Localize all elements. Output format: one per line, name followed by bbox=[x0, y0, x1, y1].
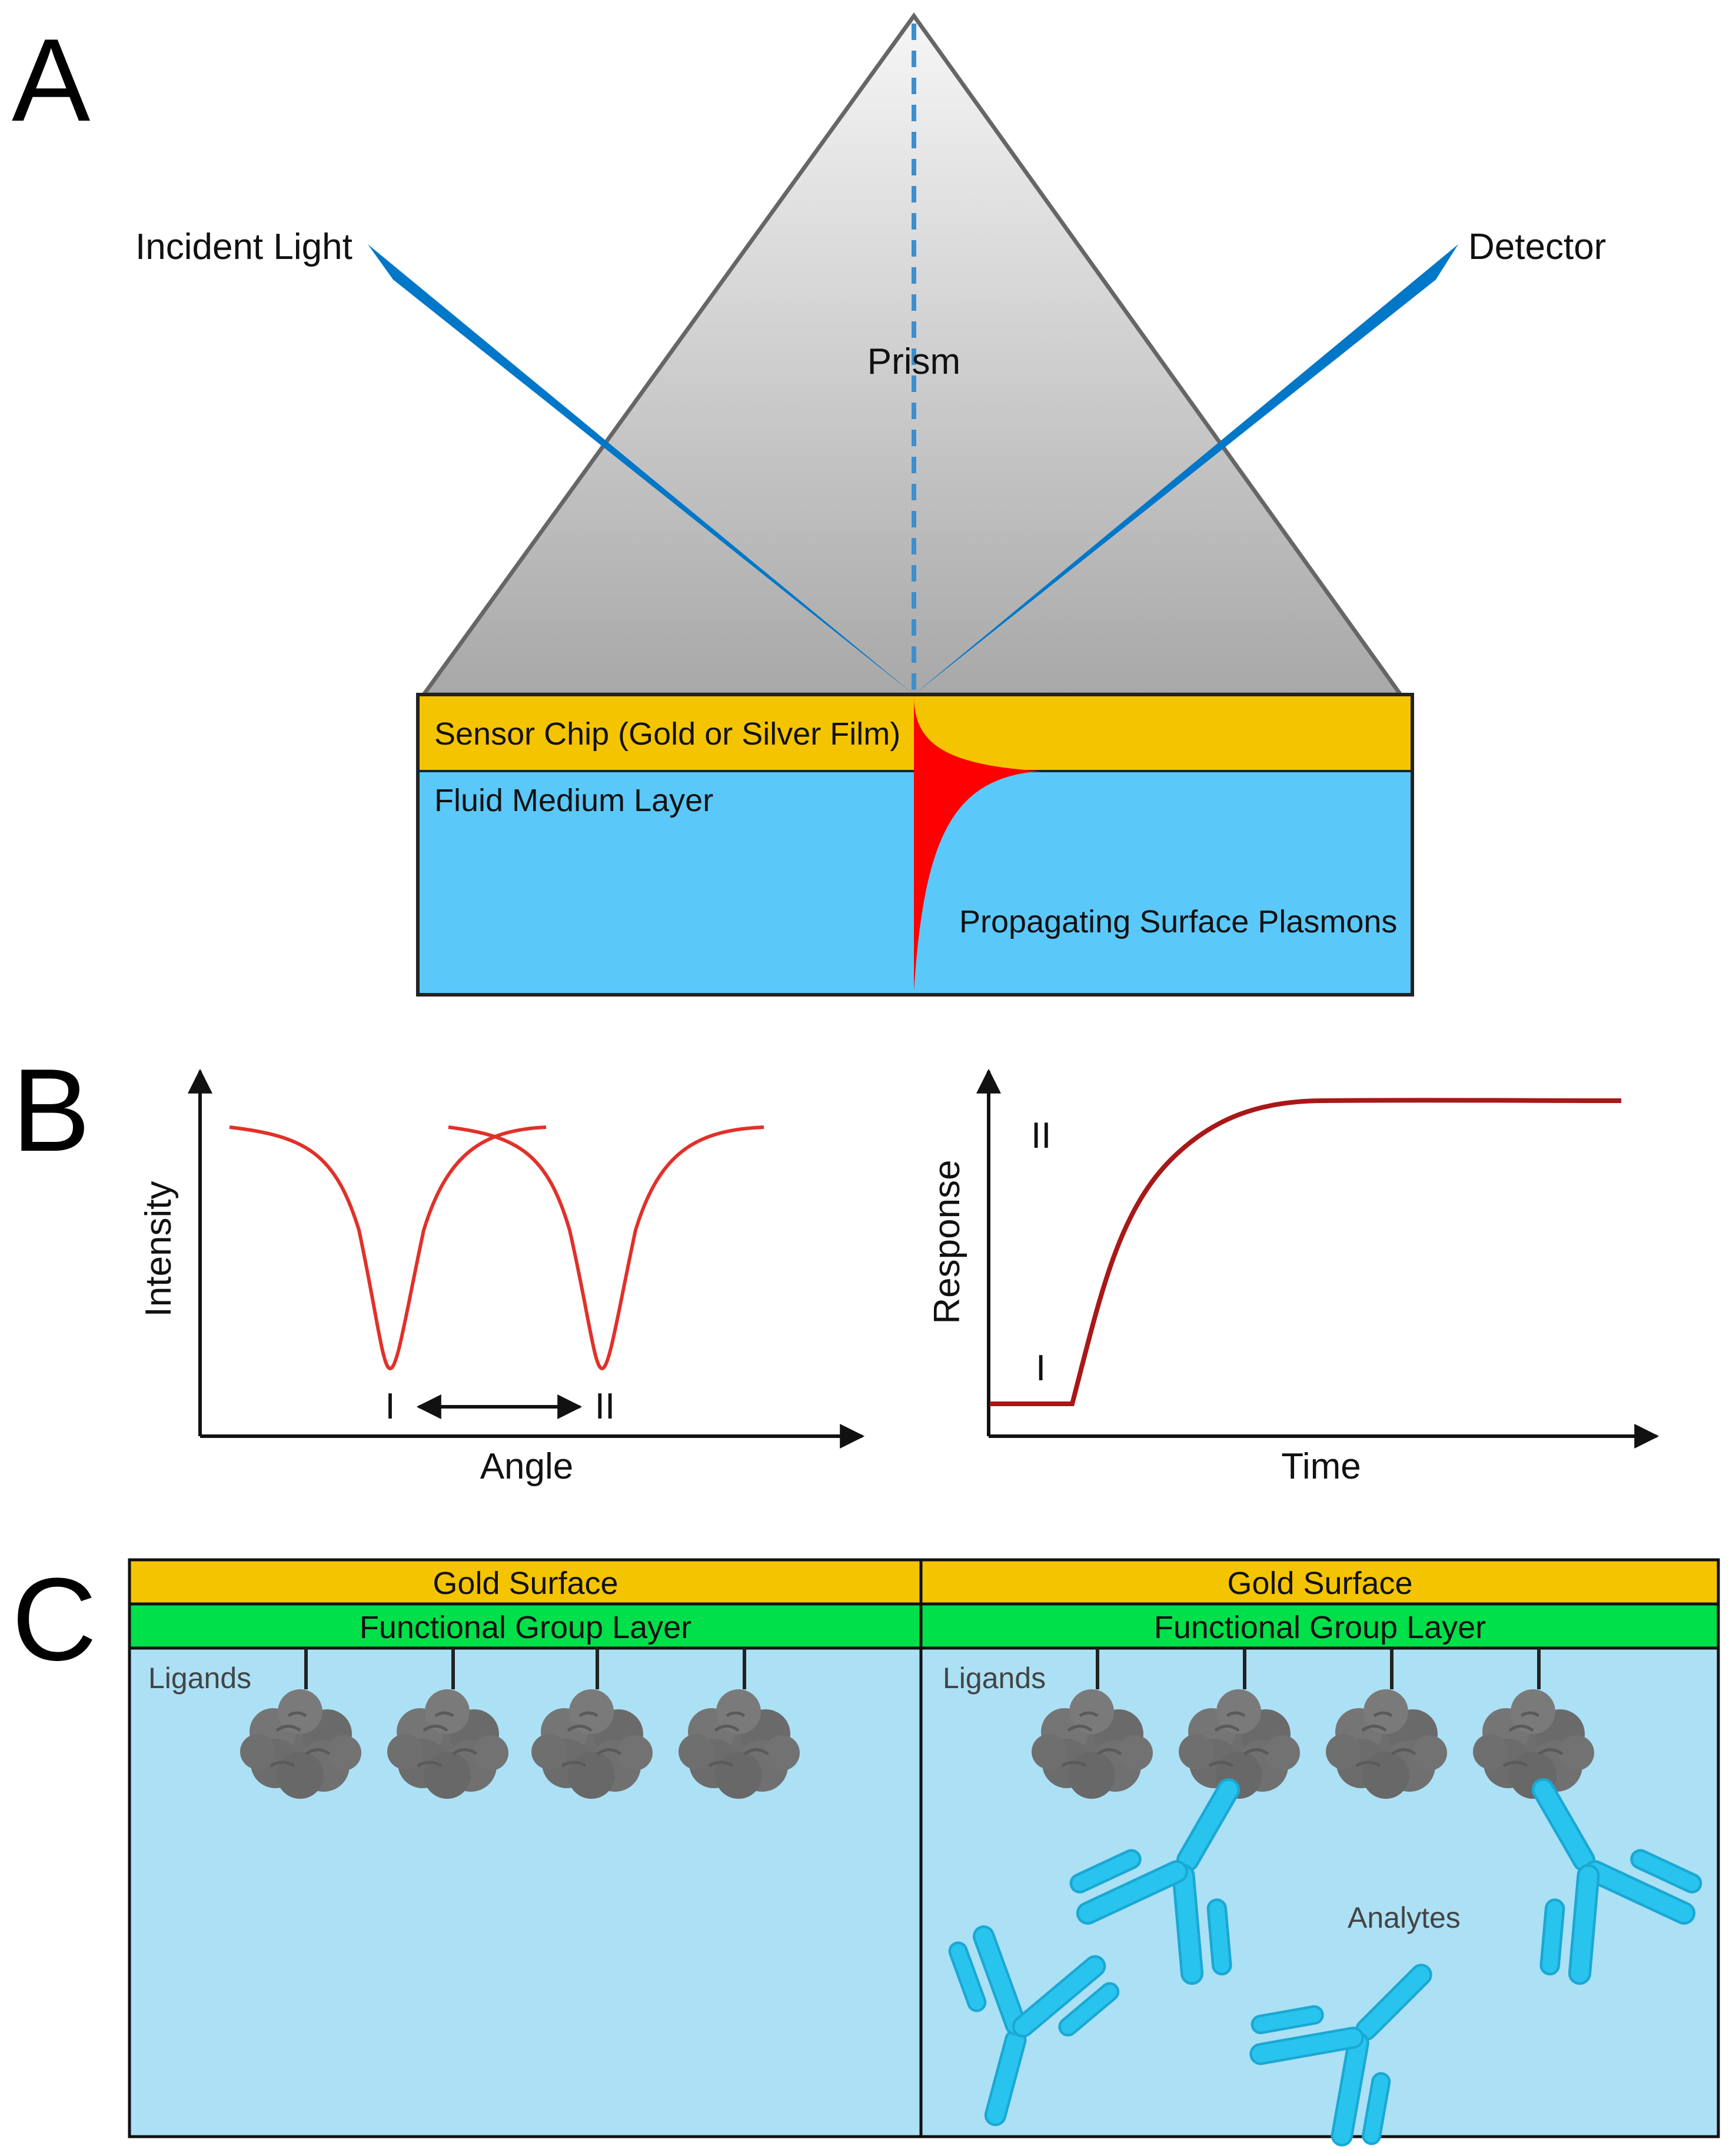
y-axis-label: Response bbox=[927, 1160, 967, 1324]
functional-layer-label: Functional Group Layer bbox=[360, 1610, 691, 1645]
panel-letter-c: C bbox=[12, 1554, 97, 1685]
medium bbox=[919, 1646, 1720, 2138]
incident-light-label: Incident Light bbox=[135, 227, 352, 267]
panel-c: C Gold Surface Functional Group Layer Li… bbox=[12, 1554, 1721, 2149]
response-time-plot: I II Time Response bbox=[927, 1068, 1659, 1487]
x-axis-label: Angle bbox=[480, 1446, 574, 1487]
fluid-medium-label: Fluid Medium Layer bbox=[434, 783, 713, 818]
medium bbox=[128, 1646, 923, 2138]
binding-response-curve bbox=[990, 1098, 1622, 1406]
prism-label: Prism bbox=[867, 341, 960, 382]
resonance-curve-ii bbox=[448, 1125, 764, 1371]
gold-surface-label: Gold Surface bbox=[1227, 1566, 1412, 1601]
chamber-before-binding: Gold Surface Functional Group Layer Liga… bbox=[128, 1558, 923, 2138]
panel-a: A Prism Incident Light Detector Sensor C… bbox=[12, 12, 1606, 997]
sensor-chip-label: Sensor Chip (Gold or Silver Film) bbox=[434, 716, 900, 752]
ligands-label: Ligands bbox=[148, 1662, 251, 1695]
ligand bbox=[1326, 1648, 1447, 1799]
panel-b: B I II Angle Intensity I II Time Respons… bbox=[12, 1045, 1659, 1487]
ligand bbox=[1473, 1648, 1594, 1799]
plasmon-label: Propagating Surface Plasmons bbox=[959, 904, 1397, 939]
gold-surface-label: Gold Surface bbox=[433, 1566, 618, 1601]
panel-letter-b: B bbox=[12, 1045, 90, 1176]
y-axis-label: Intensity bbox=[138, 1181, 179, 1317]
chamber-after-binding: Gold Surface Functional Group Layer Liga… bbox=[906, 1558, 1720, 2149]
ligand bbox=[387, 1648, 508, 1799]
functional-layer-label: Functional Group Layer bbox=[1154, 1610, 1486, 1645]
marker-ii: II bbox=[595, 1386, 615, 1427]
functional-group-layer bbox=[919, 1602, 1720, 1650]
analytes-label: Analytes bbox=[1348, 1901, 1461, 1934]
marker-i: I bbox=[1036, 1348, 1046, 1389]
ligand bbox=[531, 1648, 653, 1799]
gold-surface bbox=[919, 1558, 1720, 1606]
functional-group-layer bbox=[128, 1602, 923, 1650]
incident-light-beam bbox=[368, 244, 914, 695]
sensor-box-outline bbox=[416, 693, 1414, 997]
ligand bbox=[679, 1648, 800, 1799]
panel-letter-a: A bbox=[12, 15, 91, 146]
surface-plasmon-field bbox=[914, 698, 1042, 992]
ligand bbox=[1032, 1648, 1153, 1799]
intensity-angle-plot: I II Angle Intensity bbox=[138, 1068, 865, 1487]
detector-beam bbox=[914, 244, 1458, 695]
resonance-curve-i bbox=[229, 1125, 547, 1371]
x-axis-label: Time bbox=[1281, 1446, 1361, 1487]
ligand bbox=[1179, 1648, 1300, 1799]
detector-label: Detector bbox=[1468, 227, 1606, 267]
marker-ii: II bbox=[1031, 1115, 1051, 1156]
ligand bbox=[240, 1648, 361, 1799]
ligands-label: Ligands bbox=[943, 1662, 1046, 1695]
marker-i: I bbox=[385, 1386, 395, 1427]
